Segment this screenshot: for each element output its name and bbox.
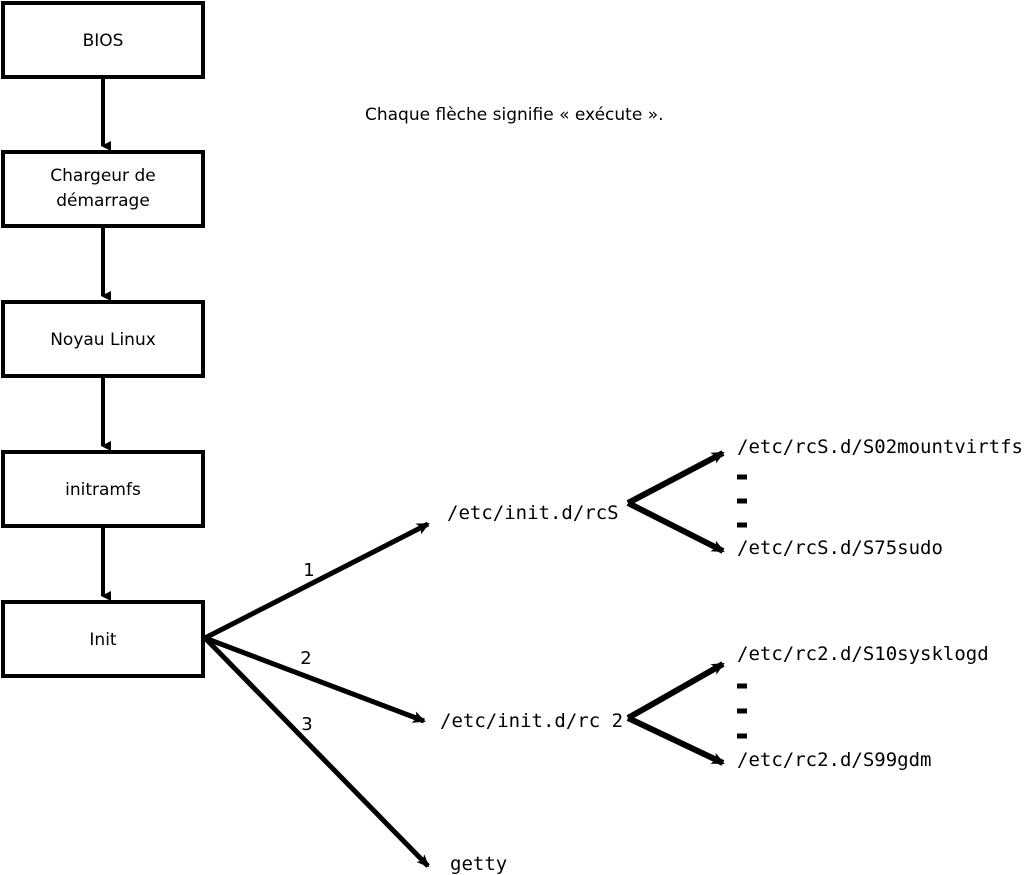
init-branch-number-3: 3 [301, 714, 312, 735]
init-branch-arrow-3 [203, 636, 430, 868]
boot-chain-box-initramfs[interactable]: initramfs [1, 450, 205, 528]
label-rcs-script-first[interactable]: /etc/rcS.d/S02mountvirtfs [737, 436, 1023, 458]
label-getty[interactable]: getty [450, 853, 507, 875]
boot-chain-box-init[interactable]: Init [1, 600, 205, 678]
rc2-branch-arrow-first [626, 661, 725, 721]
diagram-caption: Chaque flèche signifie « exécute ». [365, 105, 664, 125]
box-label-initramfs: initramfs [65, 480, 141, 500]
rcs-branch-arrow-last [626, 500, 725, 554]
box-label-bootloader-line1: Chargeur de [50, 166, 155, 186]
rcs-branch-arrow-first [626, 450, 725, 506]
box-outline-init [1, 600, 205, 678]
rc2-branch-arrow-last [626, 715, 725, 766]
box-label-kernel: Noyau Linux [50, 330, 156, 350]
label-rc2-script-first[interactable]: /etc/rc2.d/S10sysklogd [737, 643, 989, 665]
box-label-init: Init [89, 630, 117, 650]
box-outline-bios [1, 1, 205, 79]
label-init-d-rc2[interactable]: /etc/init.d/rc 2 [440, 710, 623, 732]
box-outline-kernel [1, 300, 205, 378]
box-outline-bootloader [1, 150, 205, 228]
label-rc2-script-last[interactable]: /etc/rc2.d/S99gdm [737, 749, 931, 771]
boot-chain-box-bios[interactable]: BIOS [1, 1, 205, 79]
box-outline-initramfs [1, 450, 205, 528]
box-label-bios: BIOS [83, 31, 124, 51]
box-label-bootloader-line2: démarrage [56, 191, 150, 211]
init-branch-arrow-2 [204, 635, 426, 724]
init-branch-arrow-1 [203, 521, 430, 641]
init-branch-number-2: 2 [300, 648, 311, 669]
label-init-d-rcs[interactable]: /etc/init.d/rcS [447, 502, 619, 524]
label-rcs-script-last[interactable]: /etc/rcS.d/S75sudo [737, 537, 943, 559]
boot-chain-box-kernel[interactable]: Noyau Linux [1, 300, 205, 378]
init-branch-number-1: 1 [303, 560, 314, 581]
boot-chain-box-bootloader[interactable]: Chargeur de démarrage [1, 150, 205, 228]
